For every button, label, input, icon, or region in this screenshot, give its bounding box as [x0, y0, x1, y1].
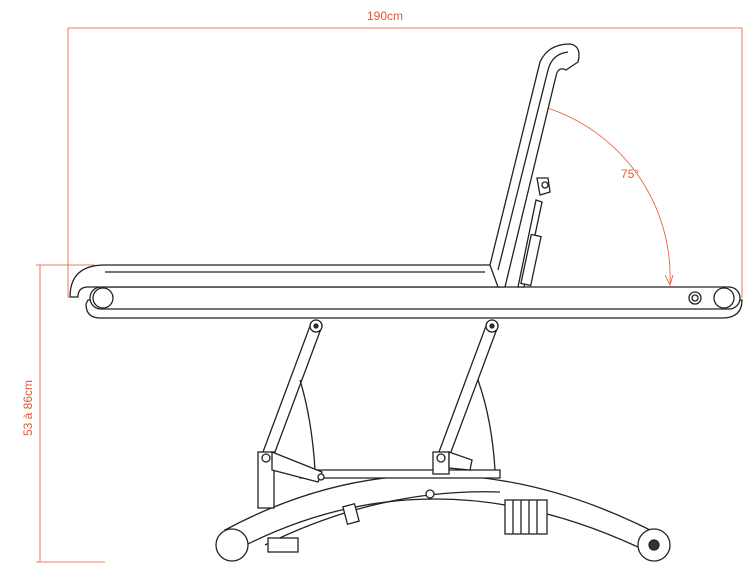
base-frame — [215, 469, 671, 562]
backrest — [489, 43, 580, 288]
wheel-left — [215, 528, 249, 562]
base-foot — [267, 537, 299, 553]
roller-left — [92, 287, 114, 309]
length-dimension: 190cm — [67, 9, 743, 298]
angle-label: 75° — [621, 167, 639, 181]
length-label: 190cm — [367, 9, 403, 23]
scissor-legs — [257, 319, 499, 509]
lift-actuator — [504, 499, 548, 535]
height-label: 53 à 86cm — [21, 380, 35, 436]
backrest-gas-spring — [520, 233, 542, 287]
height-dimension: 53 à 86cm — [21, 264, 105, 563]
wheel-right — [637, 528, 671, 562]
roller-right — [713, 287, 735, 309]
table-top — [85, 286, 743, 319]
angle-dimension: 75° — [536, 104, 674, 287]
